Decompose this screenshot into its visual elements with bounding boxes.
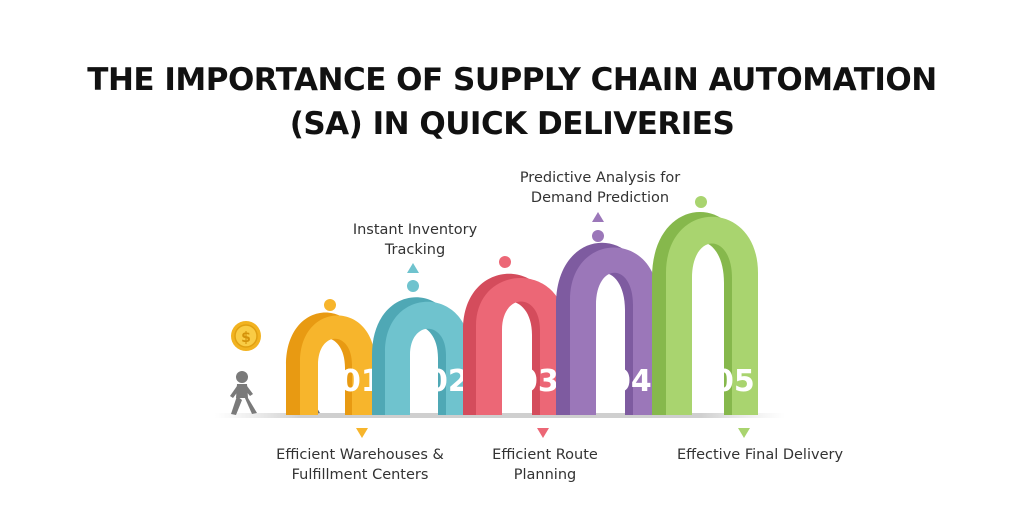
floor-line xyxy=(215,413,785,418)
step-3-marker xyxy=(537,428,549,438)
step-4-number: 04 xyxy=(610,364,652,399)
step-4-label: Predictive Analysis for Demand Predictio… xyxy=(519,170,681,206)
step-1-arch: 01 xyxy=(286,299,382,438)
step-5-dot xyxy=(695,196,707,208)
step-4-arch: 04 xyxy=(556,212,658,415)
step-5-marker xyxy=(738,428,750,438)
step-3-dot xyxy=(499,256,511,268)
step-2-arch: 02 xyxy=(372,263,470,415)
step-5-arch: 05 xyxy=(652,196,758,438)
title-line-1: THE IMPORTANCE OF SUPPLY CHAIN AUTOMATIO… xyxy=(87,62,937,98)
step-5-number: 05 xyxy=(713,364,755,399)
step-4-marker xyxy=(592,212,604,222)
step-4-dot xyxy=(592,230,604,242)
step-2-number: 02 xyxy=(427,364,469,399)
title-line-2: (SA) IN QUICK DELIVERIES xyxy=(289,106,735,142)
step-2-marker xyxy=(407,263,419,273)
dollar-coin-icon: $ xyxy=(231,321,261,351)
step-2-label: Instant Inventory Tracking xyxy=(352,222,478,258)
svg-text:$: $ xyxy=(241,330,251,346)
step-3-label: Efficient Route Planning xyxy=(492,447,598,483)
step-2-dot xyxy=(407,280,419,292)
step-1-label: Efficient Warehouses & Fulfillment Cente… xyxy=(276,447,444,483)
walking-person-icon xyxy=(230,371,257,415)
step-1-marker xyxy=(356,428,368,438)
step-1-dot xyxy=(324,299,336,311)
step-3-number: 03 xyxy=(517,364,559,399)
step-5-label: Effective Final Delivery xyxy=(676,447,844,463)
step-3-arch: 03 xyxy=(463,256,565,438)
page-title: THE IMPORTANCE OF SUPPLY CHAIN AUTOMATIO… xyxy=(0,58,1024,146)
